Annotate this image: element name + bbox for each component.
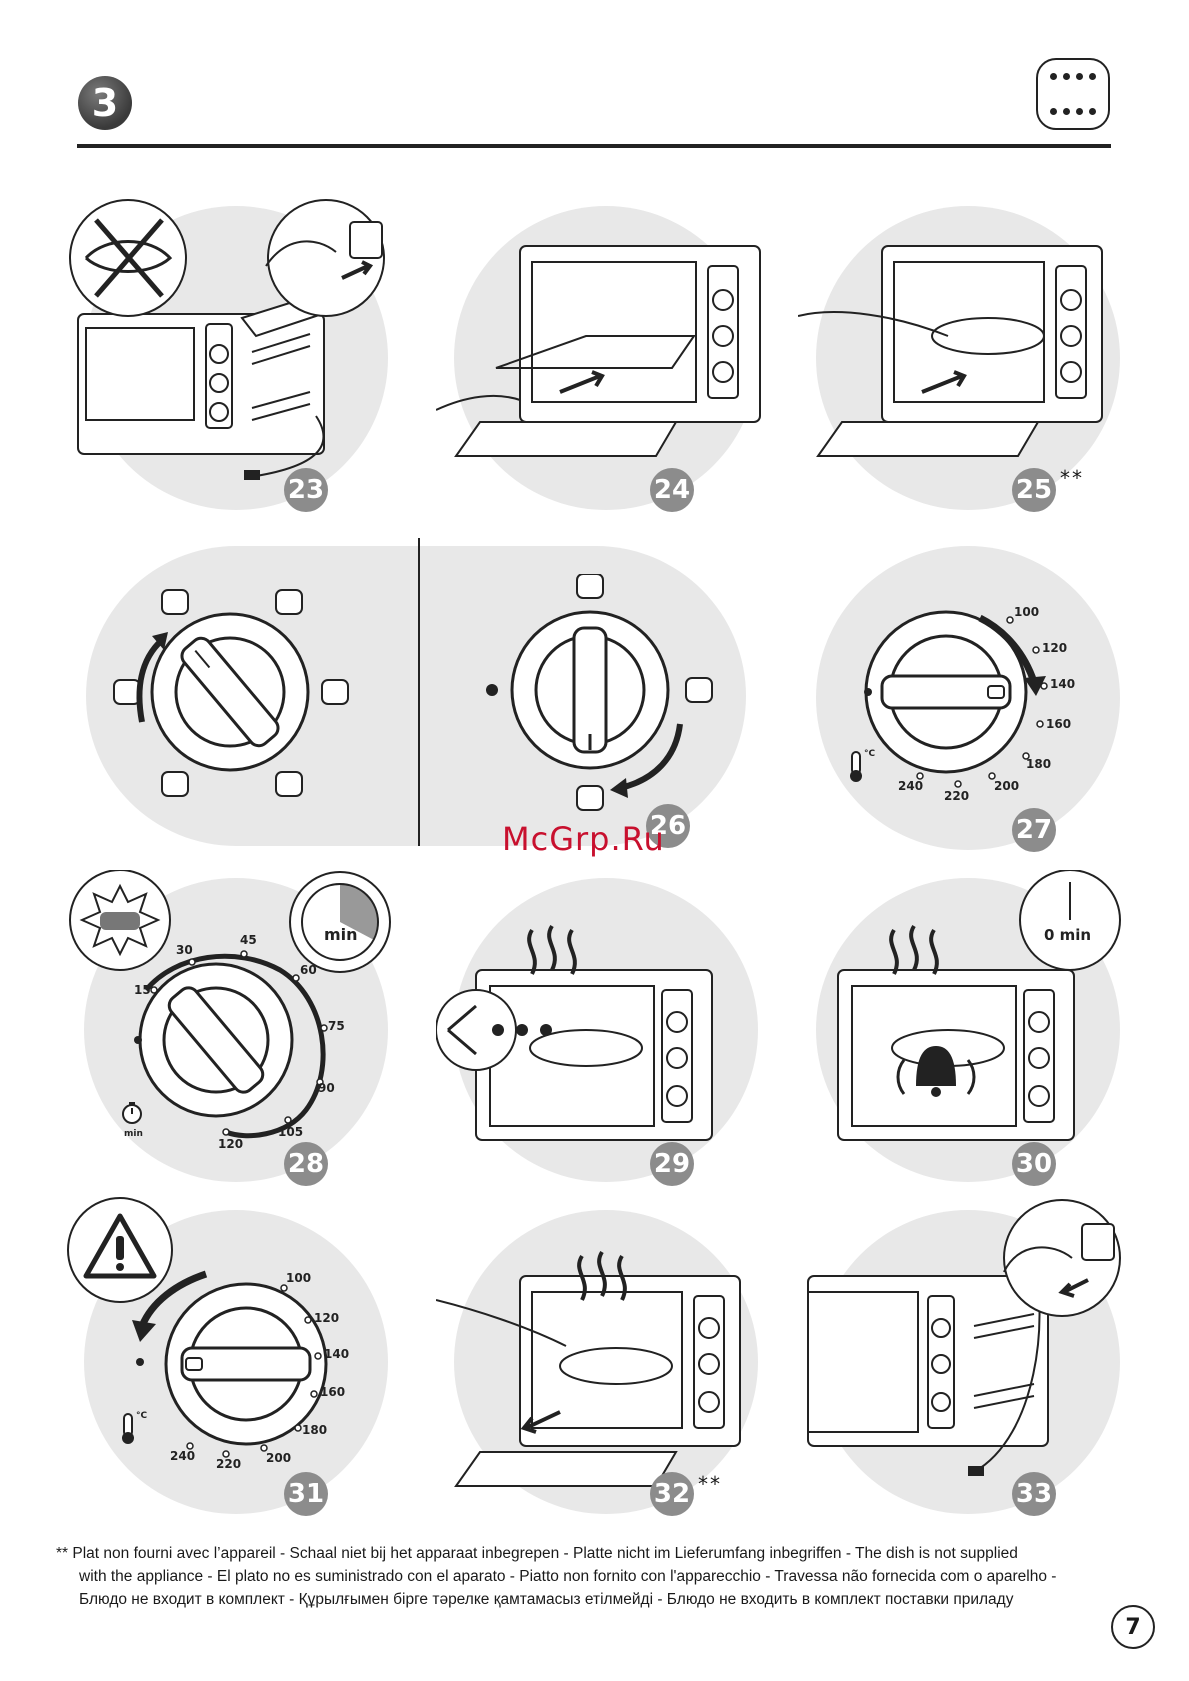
temp-label-180: 180 xyxy=(1026,757,1051,771)
temp-label-160: 160 xyxy=(320,1385,345,1399)
timer-unit: min xyxy=(124,1129,143,1139)
step-badge-30: 30 xyxy=(1012,1142,1056,1186)
step-badge-25: 25 xyxy=(1012,468,1056,512)
mode-dots-icon xyxy=(1036,58,1110,130)
step-badge-24: 24 xyxy=(650,468,694,512)
temp-label-120: 120 xyxy=(1042,641,1067,655)
panel-step-31: 100 120 140 160 180 200 220 240 °C 31 xyxy=(66,1196,396,1526)
temp-label-220: 220 xyxy=(944,789,969,803)
asterisk-mark-25: ** xyxy=(1060,466,1084,490)
panel-step-27: 100 120 140 160 180 200 220 240 °C 27 xyxy=(798,538,1128,868)
step-badge-29: 29 xyxy=(650,1142,694,1186)
temp-label-140: 140 xyxy=(324,1347,349,1361)
temp-label-160: 160 xyxy=(1046,717,1071,731)
temp-label-100: 100 xyxy=(286,1271,311,1285)
footer-line-2: with the appliance - El plato no es sumi… xyxy=(79,1568,1057,1585)
step-badge-33: 33 xyxy=(1012,1472,1056,1516)
watermark: McGrp.Ru xyxy=(502,820,665,858)
step-badge-23: 23 xyxy=(284,468,328,512)
footer-line-1: Plat non fourni avec l’appareil - Schaal… xyxy=(72,1545,1018,1562)
temp-label-240: 240 xyxy=(170,1449,195,1463)
footer-marker: ** xyxy=(56,1545,69,1562)
timer-label-60: 60 xyxy=(300,963,317,977)
clock-end-label: 0 min xyxy=(1044,926,1091,944)
temp-label-200: 200 xyxy=(994,779,1019,793)
thermometer-icon xyxy=(850,751,862,782)
stopwatch-icon xyxy=(122,1102,142,1124)
socket-icon xyxy=(349,221,383,259)
footer-line-3: Блюдо не входит в комплект - Құрылғымен … xyxy=(79,1591,1014,1608)
warning-triangle-icon xyxy=(83,1213,157,1279)
asterisk-mark-32: ** xyxy=(698,1472,722,1496)
temp-label-220: 220 xyxy=(216,1457,241,1471)
bell-icon xyxy=(896,1046,976,1097)
panel-step-24: 24 xyxy=(436,196,766,526)
timer-label-90: 90 xyxy=(318,1081,335,1095)
temp-unit: °C xyxy=(864,749,876,759)
panel-step-26-left xyxy=(100,580,360,820)
thermometer-icon xyxy=(122,1413,134,1444)
timer-label-45: 45 xyxy=(240,933,257,947)
panel-step-33: 33 xyxy=(798,1196,1128,1526)
step-badge-31: 31 xyxy=(284,1472,328,1516)
panel-step-25: 25 ** xyxy=(798,196,1128,526)
timer-label-30: 30 xyxy=(176,943,193,957)
step-badge-28: 28 xyxy=(284,1142,328,1186)
timer-label-75: 75 xyxy=(328,1019,345,1033)
plug-icon xyxy=(244,470,260,480)
steam-icon xyxy=(527,924,577,975)
timer-icon-label: min xyxy=(324,925,358,944)
panel-step-28: 15 30 45 60 75 90 105 120 min min 28 xyxy=(66,870,396,1200)
temp-label-100: 100 xyxy=(1014,605,1039,619)
step-badge-27: 27 xyxy=(1012,808,1056,852)
eye-icon xyxy=(447,1004,477,1056)
panel-step-23: 23 xyxy=(66,196,396,526)
timer-label-120: 120 xyxy=(218,1137,243,1151)
plug-icon xyxy=(968,1466,984,1476)
step-badge-32: 32 xyxy=(650,1472,694,1516)
socket-icon xyxy=(1081,1223,1115,1261)
panel-step-30: 0 min 30 xyxy=(798,870,1128,1200)
mode-dots-icon xyxy=(576,574,713,811)
temp-label-120: 120 xyxy=(314,1311,339,1325)
panel-step-26: 26 xyxy=(470,574,760,848)
temp-label-200: 200 xyxy=(266,1451,291,1465)
header-rule xyxy=(77,144,1111,148)
section-badge: 3 xyxy=(78,76,132,130)
timer-label-105: 105 xyxy=(278,1125,303,1139)
page-number: 7 xyxy=(1111,1605,1155,1649)
temp-label-140: 140 xyxy=(1050,677,1075,691)
mode-dots-icon xyxy=(113,589,349,797)
steam-icon xyxy=(577,1250,627,1301)
panel-step-32: 32 ** xyxy=(436,1196,766,1526)
timer-label-15: 15 xyxy=(134,983,151,997)
panel-step-29: 29 xyxy=(436,870,766,1200)
step-badge-26: 26 xyxy=(646,804,690,848)
footer-note: ** Plat non fourni avec l’appareil - Sch… xyxy=(56,1542,1136,1611)
temp-label-240: 240 xyxy=(898,779,923,793)
temp-label-180: 180 xyxy=(302,1423,327,1437)
temp-unit: °C xyxy=(136,1411,148,1421)
steam-icon xyxy=(889,924,939,975)
